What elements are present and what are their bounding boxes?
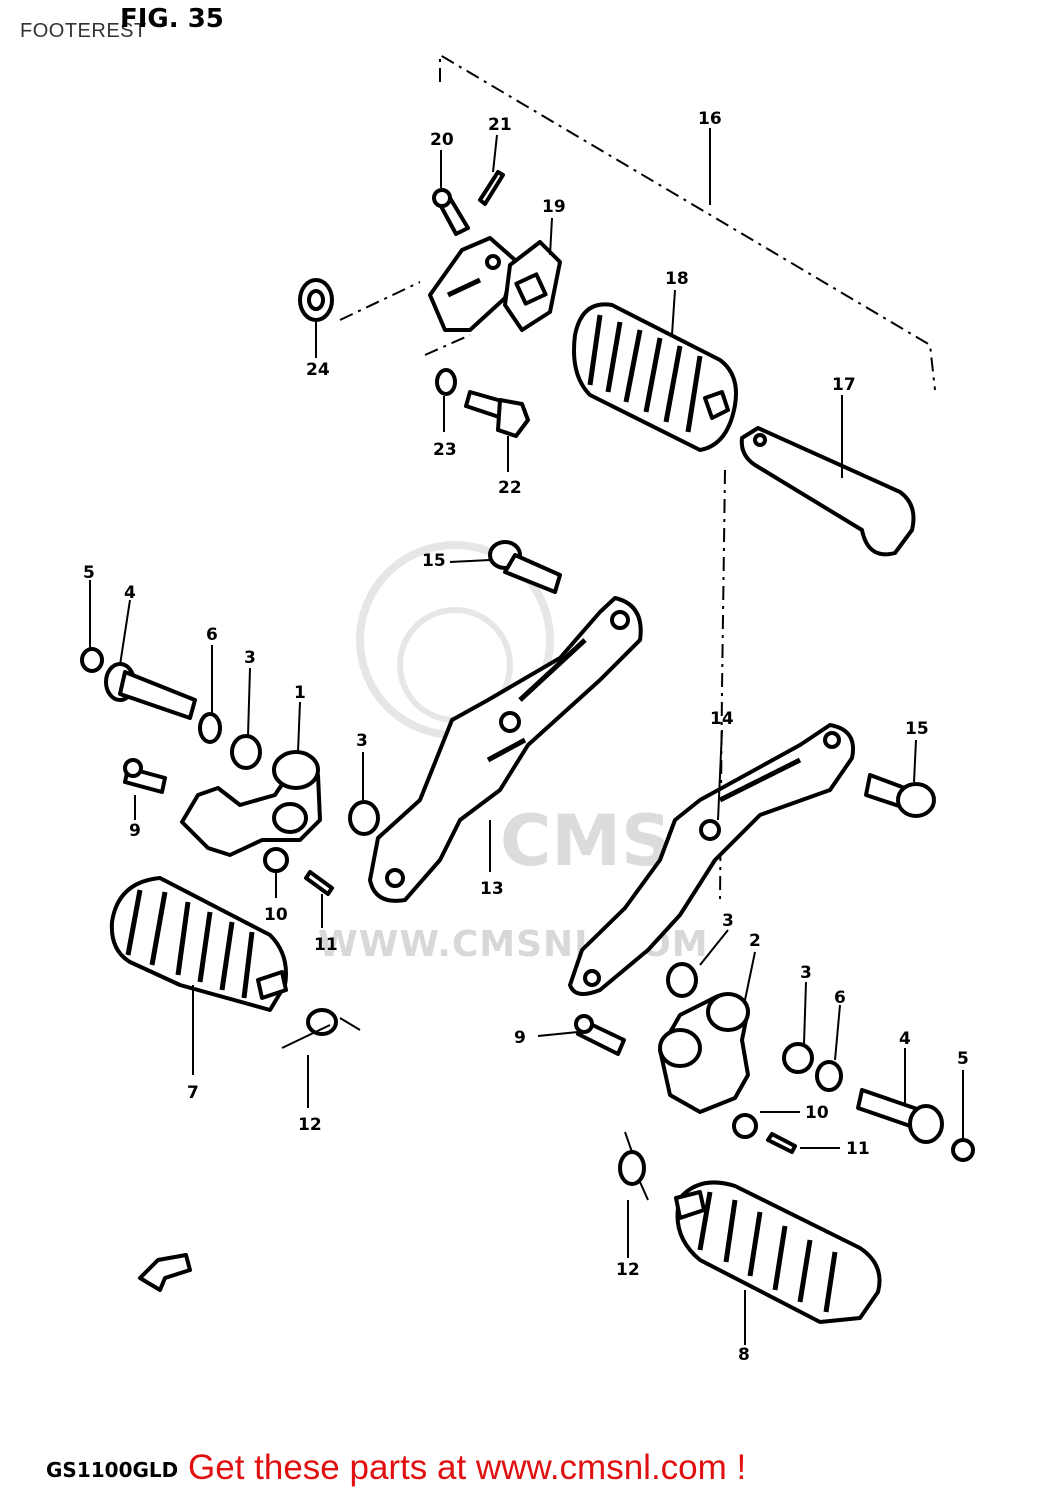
callout-1: 1 (294, 683, 306, 703)
callout-leader-lines (89, 134, 964, 1345)
part-12-spring-left (281, 1008, 361, 1049)
assembly-bracket-line (439, 53, 936, 391)
part-6-washer-right (815, 1060, 843, 1092)
part-13-footrest-bracket (368, 596, 643, 903)
part-15-bolt-right (864, 773, 936, 818)
callout-8: 8 (738, 1345, 750, 1365)
callout-labels: 20 21 16 19 18 24 17 23 22 15 5 4 6 3 1 … (83, 109, 969, 1365)
callout-6a: 6 (206, 625, 218, 645)
callout-5a: 5 (83, 563, 95, 583)
callout-15a: 15 (422, 551, 446, 571)
part-14-footrest-bracket (568, 723, 855, 996)
callout-3a: 3 (244, 648, 256, 668)
part-11-cotter-right (766, 1132, 797, 1154)
callout-10b: 10 (805, 1103, 829, 1123)
callout-22: 22 (498, 478, 522, 498)
part-1-footrest-hinge (180, 750, 322, 857)
callout-14: 14 (710, 709, 734, 729)
part-3-bushing-right-a (666, 962, 698, 998)
callout-7: 7 (187, 1083, 199, 1103)
callout-20: 20 (430, 130, 454, 150)
callout-11b: 11 (846, 1139, 870, 1159)
callout-15b: 15 (905, 719, 929, 739)
part-15-bolt-upper (488, 540, 562, 594)
diagram-caption: FOOTEREST (20, 20, 147, 42)
part-24-nut (298, 278, 334, 322)
part-5-nut-left (80, 647, 104, 673)
callout-6b: 6 (834, 988, 846, 1008)
callout-3d: 3 (800, 963, 812, 983)
part-3-bushing-right-b (782, 1042, 814, 1074)
part-3-bushing-center (348, 800, 380, 836)
callout-16: 16 (698, 109, 722, 129)
callout-19: 19 (542, 197, 566, 217)
part-4-pivot-bolt-left (104, 662, 197, 720)
callout-24: 24 (306, 360, 330, 380)
part-21-pin (478, 170, 505, 206)
part-7-footpeg-left (109, 876, 288, 1012)
callout-2: 2 (749, 931, 761, 951)
front-direction-arrow (138, 1253, 192, 1292)
callout-12a: 12 (298, 1115, 322, 1135)
callout-21: 21 (488, 115, 512, 135)
part-5-nut-right (951, 1138, 975, 1162)
part-4-pivot-bolt-right (856, 1088, 944, 1144)
callout-9a: 9 (129, 821, 141, 841)
part-6-washer-left (198, 712, 222, 744)
part-bracket (428, 236, 517, 332)
callout-4b: 4 (899, 1029, 911, 1049)
callout-3c: 3 (722, 911, 734, 931)
callout-3b: 3 (356, 731, 368, 751)
callout-12b: 12 (616, 1260, 640, 1280)
part-17-peg-shaft (739, 426, 916, 557)
model-code: GS1100GLD (46, 1458, 179, 1482)
figure-title: FIG. 35 (120, 4, 224, 34)
callout-17: 17 (832, 375, 856, 395)
callout-5b: 5 (957, 1049, 969, 1069)
part-23-washer (435, 368, 457, 396)
part-8-footpeg-right (674, 1180, 882, 1324)
part-22-bolt (464, 390, 530, 438)
part-2-footrest-hinge (658, 992, 750, 1114)
part-20-bolt (432, 188, 470, 236)
part-10-washer-right (732, 1113, 758, 1139)
callout-4a: 4 (124, 583, 136, 603)
callout-23: 23 (433, 440, 457, 460)
part-10-washer-left (263, 847, 289, 873)
part-3-bushing-left (230, 734, 262, 770)
callout-13: 13 (480, 879, 504, 899)
promo-link[interactable]: Get these parts at www.cmsnl.com ! (188, 1448, 747, 1487)
callout-18: 18 (665, 269, 689, 289)
part-12-spring-right (618, 1131, 649, 1201)
callout-10a: 10 (264, 905, 288, 925)
callout-11a: 11 (314, 935, 338, 955)
part-11-cotter-left (304, 870, 334, 896)
callout-9b: 9 (514, 1028, 526, 1048)
watermark-brand: CMS (500, 800, 672, 882)
part-18-rubber-peg (572, 302, 738, 452)
